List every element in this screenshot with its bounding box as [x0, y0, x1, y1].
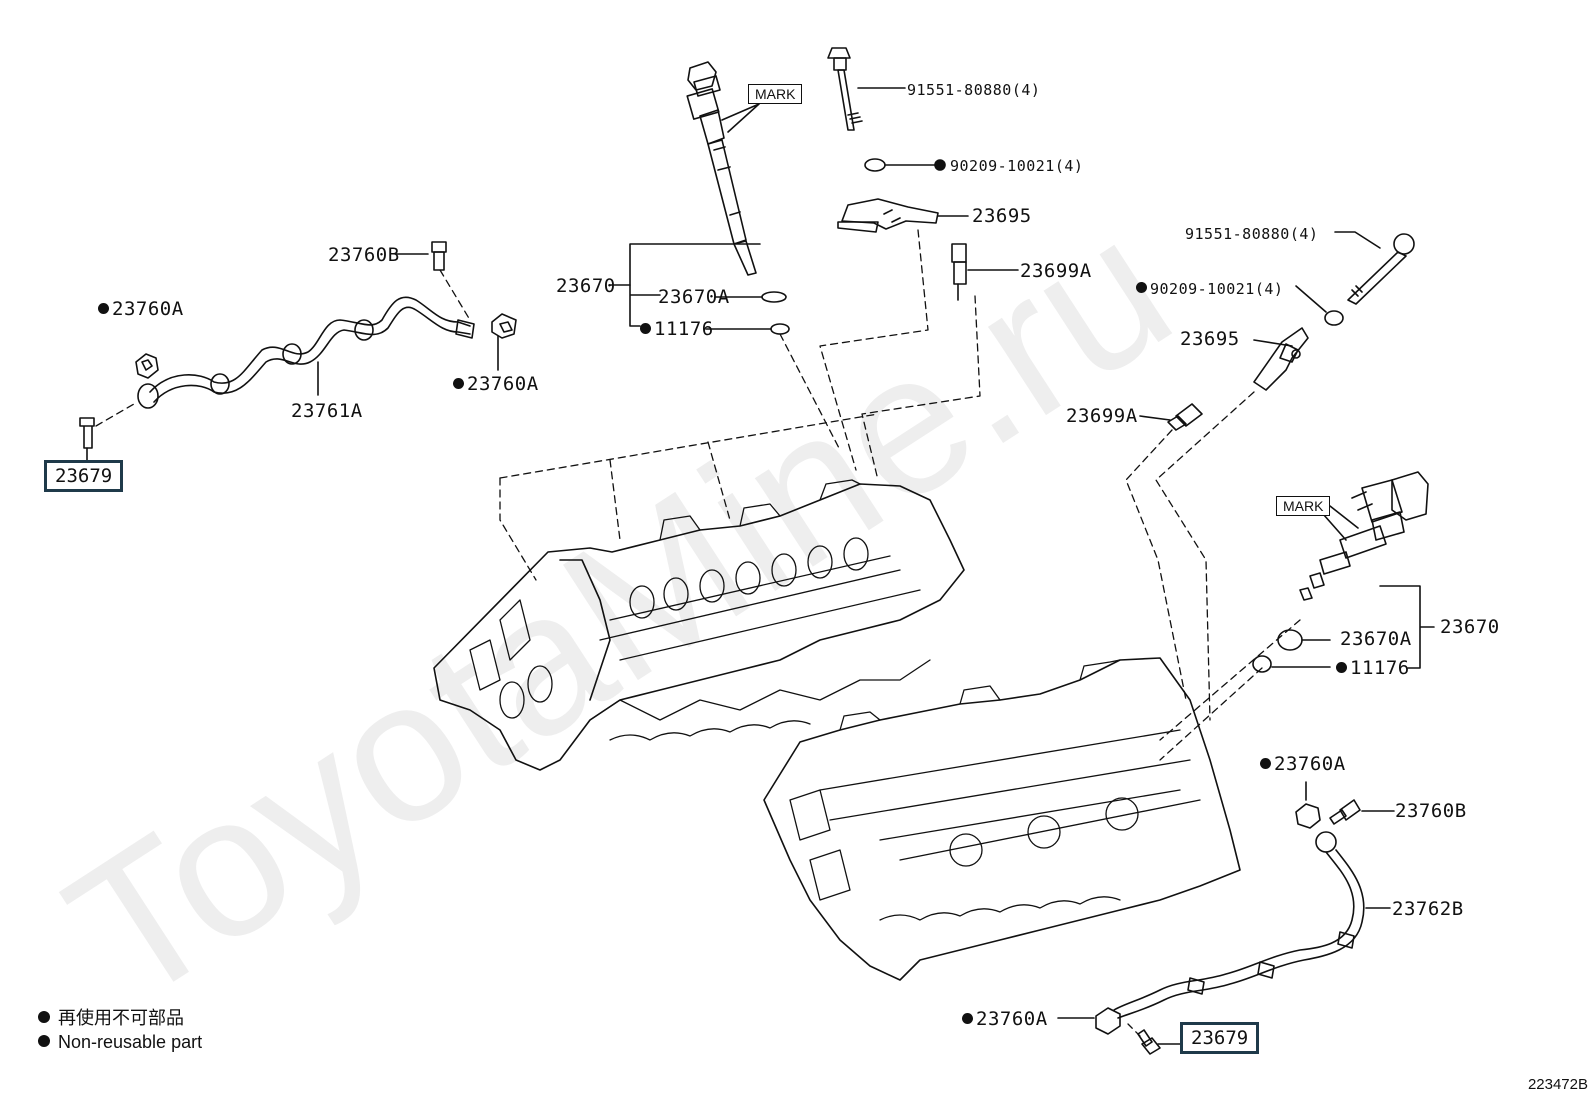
callout-seal-right: 11176 [1336, 657, 1410, 679]
injector-right-icon [1299, 471, 1429, 601]
gasket-left-b-icon [491, 313, 517, 339]
oring-top-icon [761, 291, 787, 303]
non-reusable-dot [1260, 758, 1271, 769]
callout-bolt-pipe-right: 23760B [1395, 800, 1467, 822]
callout-gasket-right-a: 23760A [1260, 753, 1346, 775]
callout-gasket-left-a: 23760A [98, 298, 184, 320]
callout-gasket-left-a-text: 23760A [112, 298, 184, 320]
washer-right-icon [1324, 310, 1344, 326]
callout-gasket-right-b-text: 23760A [976, 1008, 1048, 1030]
callout-seal-top-text: 11176 [654, 318, 714, 340]
union-right-icon [1137, 1029, 1161, 1055]
callout-oring-top: 23670A [658, 286, 730, 308]
callout-oring-right: 23670A [1340, 628, 1412, 650]
callout-washer-top: 90209-10021(4) [950, 157, 1084, 175]
washer-top-icon [864, 158, 886, 172]
legend-dot [38, 1035, 50, 1047]
legend-line-1: 再使用不可部品 [38, 1007, 184, 1029]
sensor-top-icon [951, 243, 967, 301]
callout-gasket-right-b: 23760A [962, 1008, 1048, 1030]
non-reusable-dot [453, 378, 464, 389]
callout-union-left[interactable]: 23679 [44, 460, 124, 492]
callout-seal-top: 11176 [640, 318, 714, 340]
callout-washer-right-text: 90209-10021(4) [1150, 280, 1284, 298]
non-reusable-dot [1136, 282, 1147, 293]
callout-injector-right: 23670 [1440, 616, 1500, 638]
clamp-top-icon [837, 198, 939, 233]
gasket-left-a-icon [135, 353, 159, 379]
callout-gasket-left-b-text: 23760A [467, 373, 539, 395]
gasket-right-b-icon [1095, 1007, 1121, 1035]
gasket-right-a-icon [1295, 803, 1321, 829]
callout-gasket-left-b: 23760A [453, 373, 539, 395]
callout-clamp-right: 23695 [1180, 328, 1240, 350]
callout-washer-right: 90209-10021(4) [1136, 278, 1283, 300]
diagram-code: 223472B [1527, 1076, 1588, 1093]
pipe-left-icon [137, 296, 475, 409]
seal-right-icon [1252, 655, 1272, 673]
non-reusable-dot [1336, 662, 1347, 673]
seal-top-icon [770, 323, 790, 335]
bolt-pipe-left-icon [431, 241, 447, 271]
callout-sensor-top: 23699A [1020, 260, 1092, 282]
bolt-right-icon [1347, 233, 1415, 305]
callout-sensor-right: 23699A [1066, 405, 1138, 427]
sensor-right-icon [1167, 403, 1203, 431]
mark-label-top: MARK [748, 84, 803, 104]
legend-text-en: Non-reusable part [58, 1032, 203, 1052]
callout-gasket-right-a-text: 23760A [1274, 753, 1346, 775]
bolt-top-icon [827, 47, 863, 131]
callout-bolt-pipe-left: 23760B [328, 244, 400, 266]
mark-label-right: MARK [1276, 496, 1331, 516]
injector-top-icon [686, 61, 757, 276]
non-reusable-dot [98, 303, 109, 314]
legend-dot [38, 1011, 50, 1023]
clamp-right-icon [1253, 327, 1309, 391]
callout-injector-top: 23670 [556, 275, 616, 297]
callout-pipe-right: 23762B [1392, 898, 1464, 920]
callout-clamp-top: 23695 [972, 205, 1032, 227]
callout-bolt-right: 91551-80880(4) [1185, 225, 1319, 243]
union-left-icon [79, 417, 95, 449]
oring-right-icon [1277, 629, 1303, 651]
callout-bolt-top: 91551-80880(4) [907, 81, 1041, 99]
callout-seal-right-text: 11176 [1350, 657, 1410, 679]
cylinder-head-bottom-icon [763, 657, 1241, 981]
non-reusable-dot [640, 323, 651, 334]
callout-pipe-left: 23761A [291, 400, 363, 422]
pipe-right-icon [1113, 831, 1365, 1019]
cylinder-head-top-icon [433, 479, 965, 771]
callout-union-right[interactable]: 23679 [1180, 1022, 1260, 1054]
legend-line-2: Non-reusable part [38, 1031, 202, 1053]
non-reusable-dot [962, 1013, 973, 1024]
bolt-pipe-right-icon [1329, 799, 1361, 825]
legend-text-jp: 再使用不可部品 [58, 1008, 184, 1028]
